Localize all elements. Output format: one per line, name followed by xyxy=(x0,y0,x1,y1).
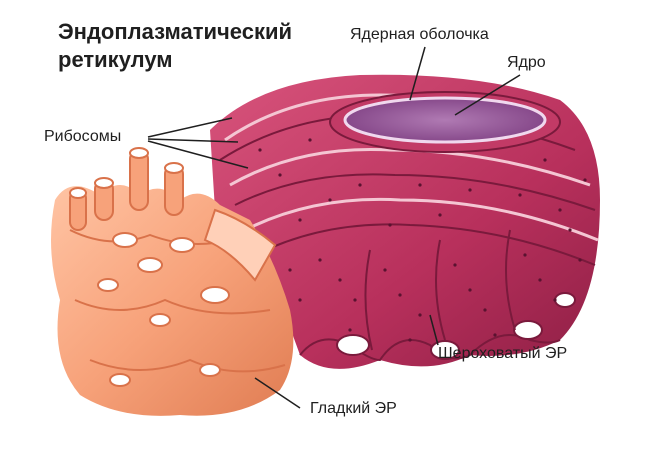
smooth-er-body xyxy=(51,147,294,416)
leader-lines xyxy=(147,46,521,409)
leader-ribosomes-3 xyxy=(147,140,249,169)
label-rough-er: Шероховатый ЭР xyxy=(438,345,568,362)
diagram-title: Эндоплазматический ретикулум xyxy=(58,18,292,74)
title-line-2: ретикулум xyxy=(58,47,173,72)
leader-smooth-er xyxy=(254,377,301,409)
label-nuclear-envelope: Ядерная оболочка xyxy=(350,26,489,43)
leader-ribosomes-1 xyxy=(147,117,233,138)
label-nucleus: Ядро xyxy=(507,54,546,71)
label-smooth-er: Гладкий ЭР xyxy=(310,400,397,417)
leader-ribosomes-2 xyxy=(147,138,239,143)
leader-rough-er xyxy=(429,314,439,346)
nucleus-shape xyxy=(329,91,561,153)
label-ribosomes: Рибосомы xyxy=(44,128,122,145)
ribosome-dots xyxy=(258,138,587,342)
leader-nucleus xyxy=(454,74,521,116)
leader-nuclear-envelope xyxy=(409,46,426,101)
title-line-1: Эндоплазматический xyxy=(58,19,293,44)
